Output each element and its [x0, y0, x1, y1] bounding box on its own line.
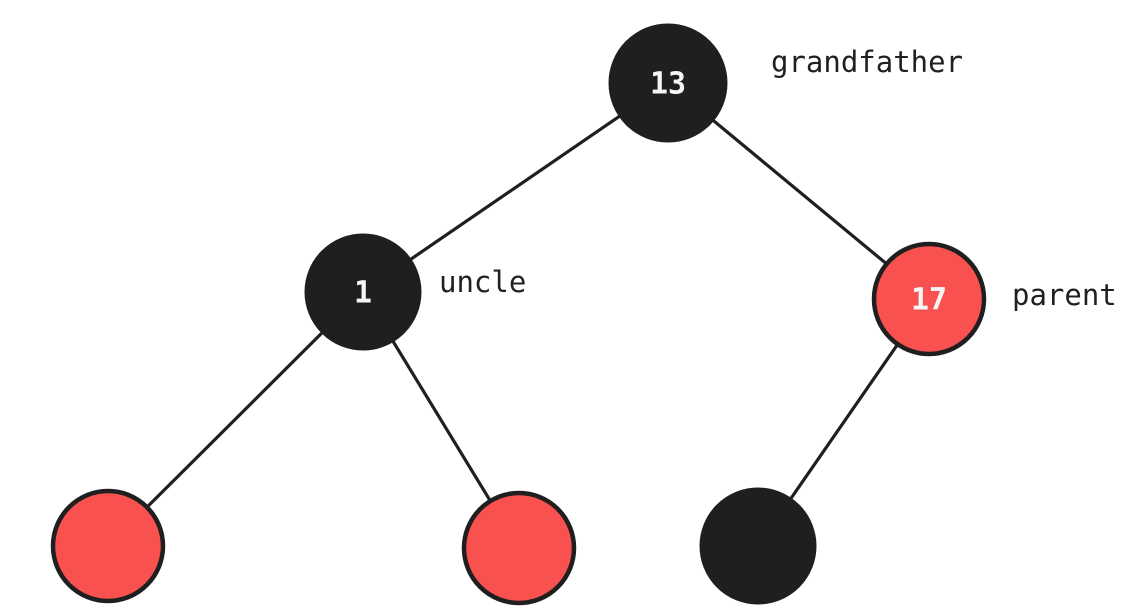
node-circle-red[interactable]	[871, 241, 987, 357]
node-parent-left-child[interactable]	[699, 487, 817, 605]
edge-uncle-to-left-child	[106, 290, 365, 548]
node-grandfather[interactable]: 13	[608, 23, 728, 143]
annotation-grandfather: grandfather	[771, 45, 964, 79]
node-circle-black[interactable]	[608, 23, 728, 143]
node-parent[interactable]: 17	[871, 241, 987, 357]
annotation-parent: parent	[1012, 278, 1117, 312]
node-group: 1 17 13	[50, 23, 987, 606]
node-circle-black[interactable]	[699, 487, 817, 605]
node-value-label: 13	[650, 67, 686, 102]
edge-group	[106, 81, 931, 550]
node-uncle-left-child[interactable]	[50, 488, 166, 604]
node-uncle[interactable]: 1	[304, 233, 422, 351]
node-uncle-right-child[interactable]	[461, 490, 577, 606]
node-value-label: 1	[354, 276, 372, 311]
node-circle-red[interactable]	[50, 488, 166, 604]
node-value-label: 17	[911, 283, 947, 318]
annotation-uncle: uncle	[439, 265, 527, 299]
node-circle-black[interactable]	[304, 233, 422, 351]
edge-grandfather-to-uncle	[361, 81, 670, 294]
node-circle-red[interactable]	[461, 490, 577, 606]
